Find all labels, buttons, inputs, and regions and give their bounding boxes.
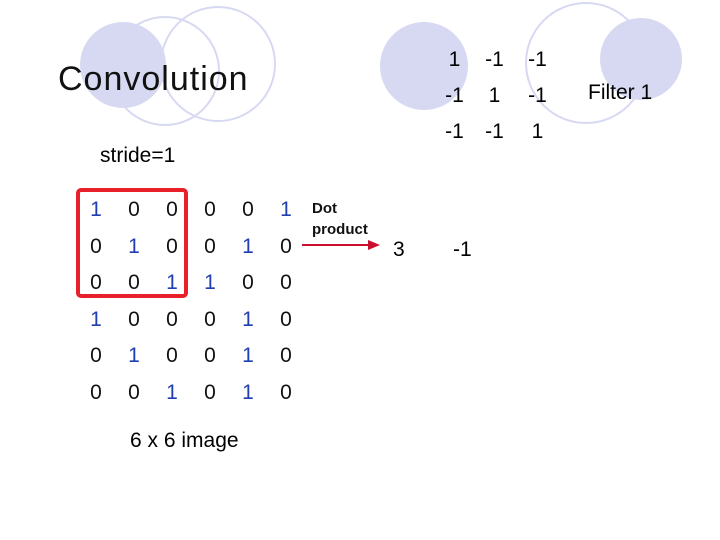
image-caption: 6 x 6 image [130, 429, 239, 452]
filter-cell: -1 [485, 48, 504, 71]
filter-cell: -1 [528, 48, 547, 71]
image-cell: 0 [166, 344, 178, 368]
decorative-circle-top-left-filled [80, 22, 166, 108]
filter-cell: -1 [445, 84, 464, 107]
filter-cell: -1 [445, 120, 464, 143]
image-cell: 1 [166, 271, 178, 295]
image-cell: 0 [280, 344, 292, 368]
image-cell: 1 [128, 234, 140, 258]
dot-product-label-line2: product [312, 221, 368, 238]
image-cell: 1 [128, 344, 140, 368]
filter-cell: 1 [448, 48, 461, 71]
image-cell: 0 [280, 307, 292, 331]
image-cell: 0 [90, 271, 102, 295]
image-cell: 0 [204, 307, 216, 331]
output-value-1: 3 [393, 238, 405, 261]
image-cell: 0 [90, 234, 102, 258]
image-cell: 1 [280, 198, 292, 222]
filter-cell: -1 [528, 84, 547, 107]
image-matrix: 1 0 0 0 0 1 0 1 0 0 1 0 0 0 1 1 0 0 1 0 0 0 1 0 0 1 0 0 1 0 0 0 1 0 1 0 [77, 192, 305, 411]
image-cell: 0 [204, 380, 216, 404]
dot-product-label: Dot product [312, 198, 368, 240]
filter-cell: -1 [485, 120, 504, 143]
image-cell: 0 [280, 234, 292, 258]
image-cell: 1 [242, 234, 254, 258]
decorative-circle-far-right-filled [600, 18, 682, 100]
image-cell: 0 [166, 198, 178, 222]
output-value-2: -1 [453, 238, 472, 261]
arrow-icon [302, 240, 380, 250]
image-cell: 0 [128, 198, 140, 222]
slide-title: Convolution [58, 60, 249, 98]
image-cell: 0 [204, 198, 216, 222]
image-cell: 0 [166, 307, 178, 331]
decorative-circle-top-center-outline [160, 6, 276, 122]
image-cell: 0 [280, 380, 292, 404]
image-cell: 0 [242, 271, 254, 295]
image-cell: 0 [204, 234, 216, 258]
image-cell: 1 [204, 271, 216, 295]
image-cell: 0 [90, 380, 102, 404]
image-cell: 1 [242, 307, 254, 331]
receptive-field-highlight [76, 188, 188, 298]
dot-product-label-line1: Dot [312, 200, 337, 217]
filter-cell: 1 [531, 120, 544, 143]
filter-matrix: 1 -1 -1 -1 1 -1 -1 -1 1 [436, 42, 559, 150]
image-cell: 1 [242, 344, 254, 368]
image-cell: 0 [166, 234, 178, 258]
filter-label: Filter 1 [588, 81, 653, 104]
image-cell: 0 [242, 198, 254, 222]
image-cell: 1 [166, 380, 178, 404]
image-cell: 0 [128, 380, 140, 404]
image-cell: 0 [128, 271, 140, 295]
image-cell: 1 [90, 307, 102, 331]
image-cell: 0 [90, 344, 102, 368]
filter-cell: 1 [488, 84, 501, 107]
decorative-circle-top-right-filled [380, 22, 468, 110]
image-cell: 0 [280, 271, 292, 295]
image-cell: 0 [128, 307, 140, 331]
image-cell: 1 [242, 380, 254, 404]
stride-label: stride=1 [100, 144, 176, 167]
image-cell: 1 [90, 198, 102, 222]
image-cell: 0 [204, 344, 216, 368]
